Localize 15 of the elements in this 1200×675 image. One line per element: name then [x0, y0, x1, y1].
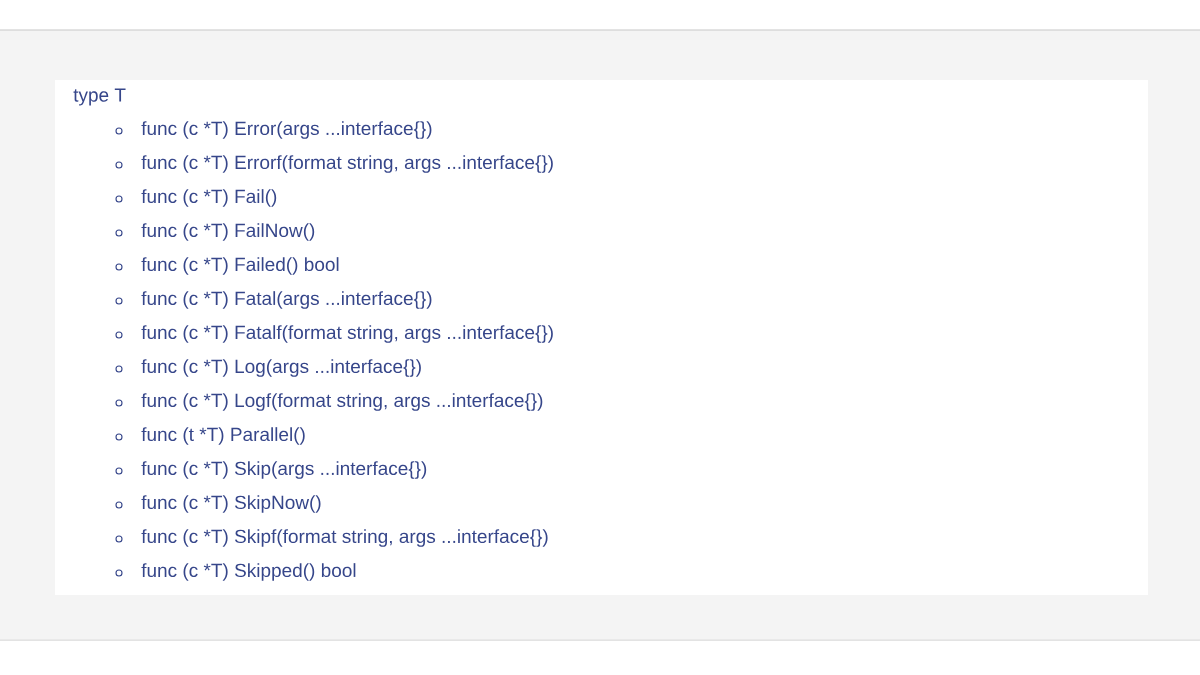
method-signature: func (c *T) Skip(args ...interface{}) [141, 461, 427, 479]
type-name: type T [73, 88, 126, 106]
method-signature: func (c *T) FailNow() [141, 223, 315, 241]
method-signature: func (c *T) Fatal(args ...interface{}) [141, 291, 432, 309]
method-signature: func (c *T) Skipped() bool [141, 563, 356, 581]
method-signature: func (c *T) Error(args ...interface{}) [141, 121, 432, 139]
method-signature: func (c *T) Log(args ...interface{}) [141, 359, 421, 377]
method-signature: func (c *T) Skipf(format string, args ...interface{}) [141, 529, 548, 547]
method-signature: func (c *T) Failed() bool [141, 257, 339, 275]
method-signature: func (c *T) Logf(format string, args ...interface{}) [141, 393, 543, 411]
method-signature: func (c *T) Errorf(format string, args ...interface{}) [141, 155, 553, 173]
method-signature: func (c *T) SkipNow() [141, 495, 321, 513]
method-signature: func (t *T) Parallel() [141, 427, 305, 445]
method-signature: func (c *T) Fail() [141, 189, 277, 207]
method-signature: func (c *T) Fatalf(format string, args ...interface{}) [141, 325, 553, 343]
